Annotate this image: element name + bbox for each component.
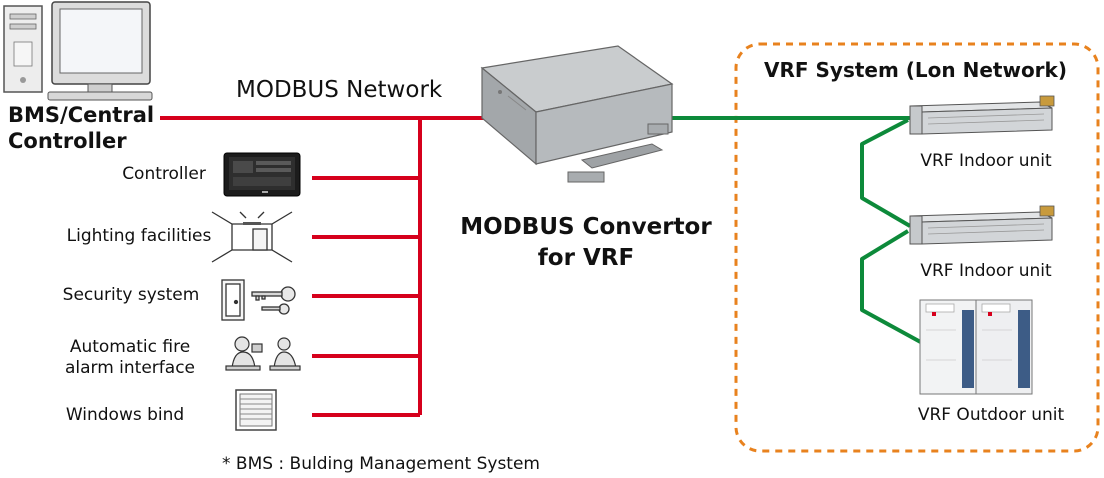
- bms-title-line2: Controller: [8, 129, 127, 153]
- vrf-system-title: VRF System (Lon Network): [764, 58, 1067, 82]
- window-blind-icon: [235, 389, 277, 431]
- device-label-controller: Controller: [122, 164, 206, 184]
- desktop-computer-icon: [3, 1, 153, 101]
- convertor-label: MODBUS Convertor for VRF: [438, 212, 734, 274]
- vrf-indoor-unit-1-icon: [909, 95, 1055, 135]
- vrf-outdoor-unit-icon: [919, 299, 1033, 395]
- modbus-network-label: MODBUS Network: [236, 77, 443, 103]
- convertor-box-icon: [480, 45, 674, 183]
- bms-title-line1: BMS/Central: [8, 103, 155, 127]
- vrf-indoor-unit-1-label: VRF Indoor unit: [920, 151, 1052, 171]
- convertor-label-line2: for VRF: [537, 245, 635, 271]
- vrf-indoor-unit-2-icon: [909, 205, 1055, 245]
- vrf-indoor-unit-2-label: VRF Indoor unit: [920, 261, 1052, 281]
- vrf-system-boundary: [734, 42, 1100, 453]
- device-label-windows-bind: Windows bind: [65, 405, 185, 425]
- device-label-fire-alarm: Automatic fire alarm interface: [60, 337, 200, 379]
- device-label-lighting: Lighting facilities: [66, 226, 212, 246]
- lon-network-lines: [668, 116, 927, 347]
- door-key-icon: [221, 279, 296, 321]
- modbus-network-lines: [160, 116, 520, 417]
- device-label-security: Security system: [62, 285, 200, 305]
- bms-title: BMS/Central Controller: [8, 102, 154, 154]
- footnote: * BMS : Bulding Management System: [222, 454, 540, 474]
- vrf-outdoor-unit-label: VRF Outdoor unit: [917, 405, 1065, 425]
- device-label-fire-alarm-line2: alarm interface: [64, 358, 196, 378]
- convertor-label-line1: MODBUS Convertor: [460, 214, 712, 240]
- operator-figures-icon: [225, 336, 301, 371]
- room-light-icon: [211, 211, 293, 263]
- device-label-fire-alarm-line1: Automatic fire: [69, 337, 191, 357]
- touch-panel-controller-icon: [223, 152, 301, 197]
